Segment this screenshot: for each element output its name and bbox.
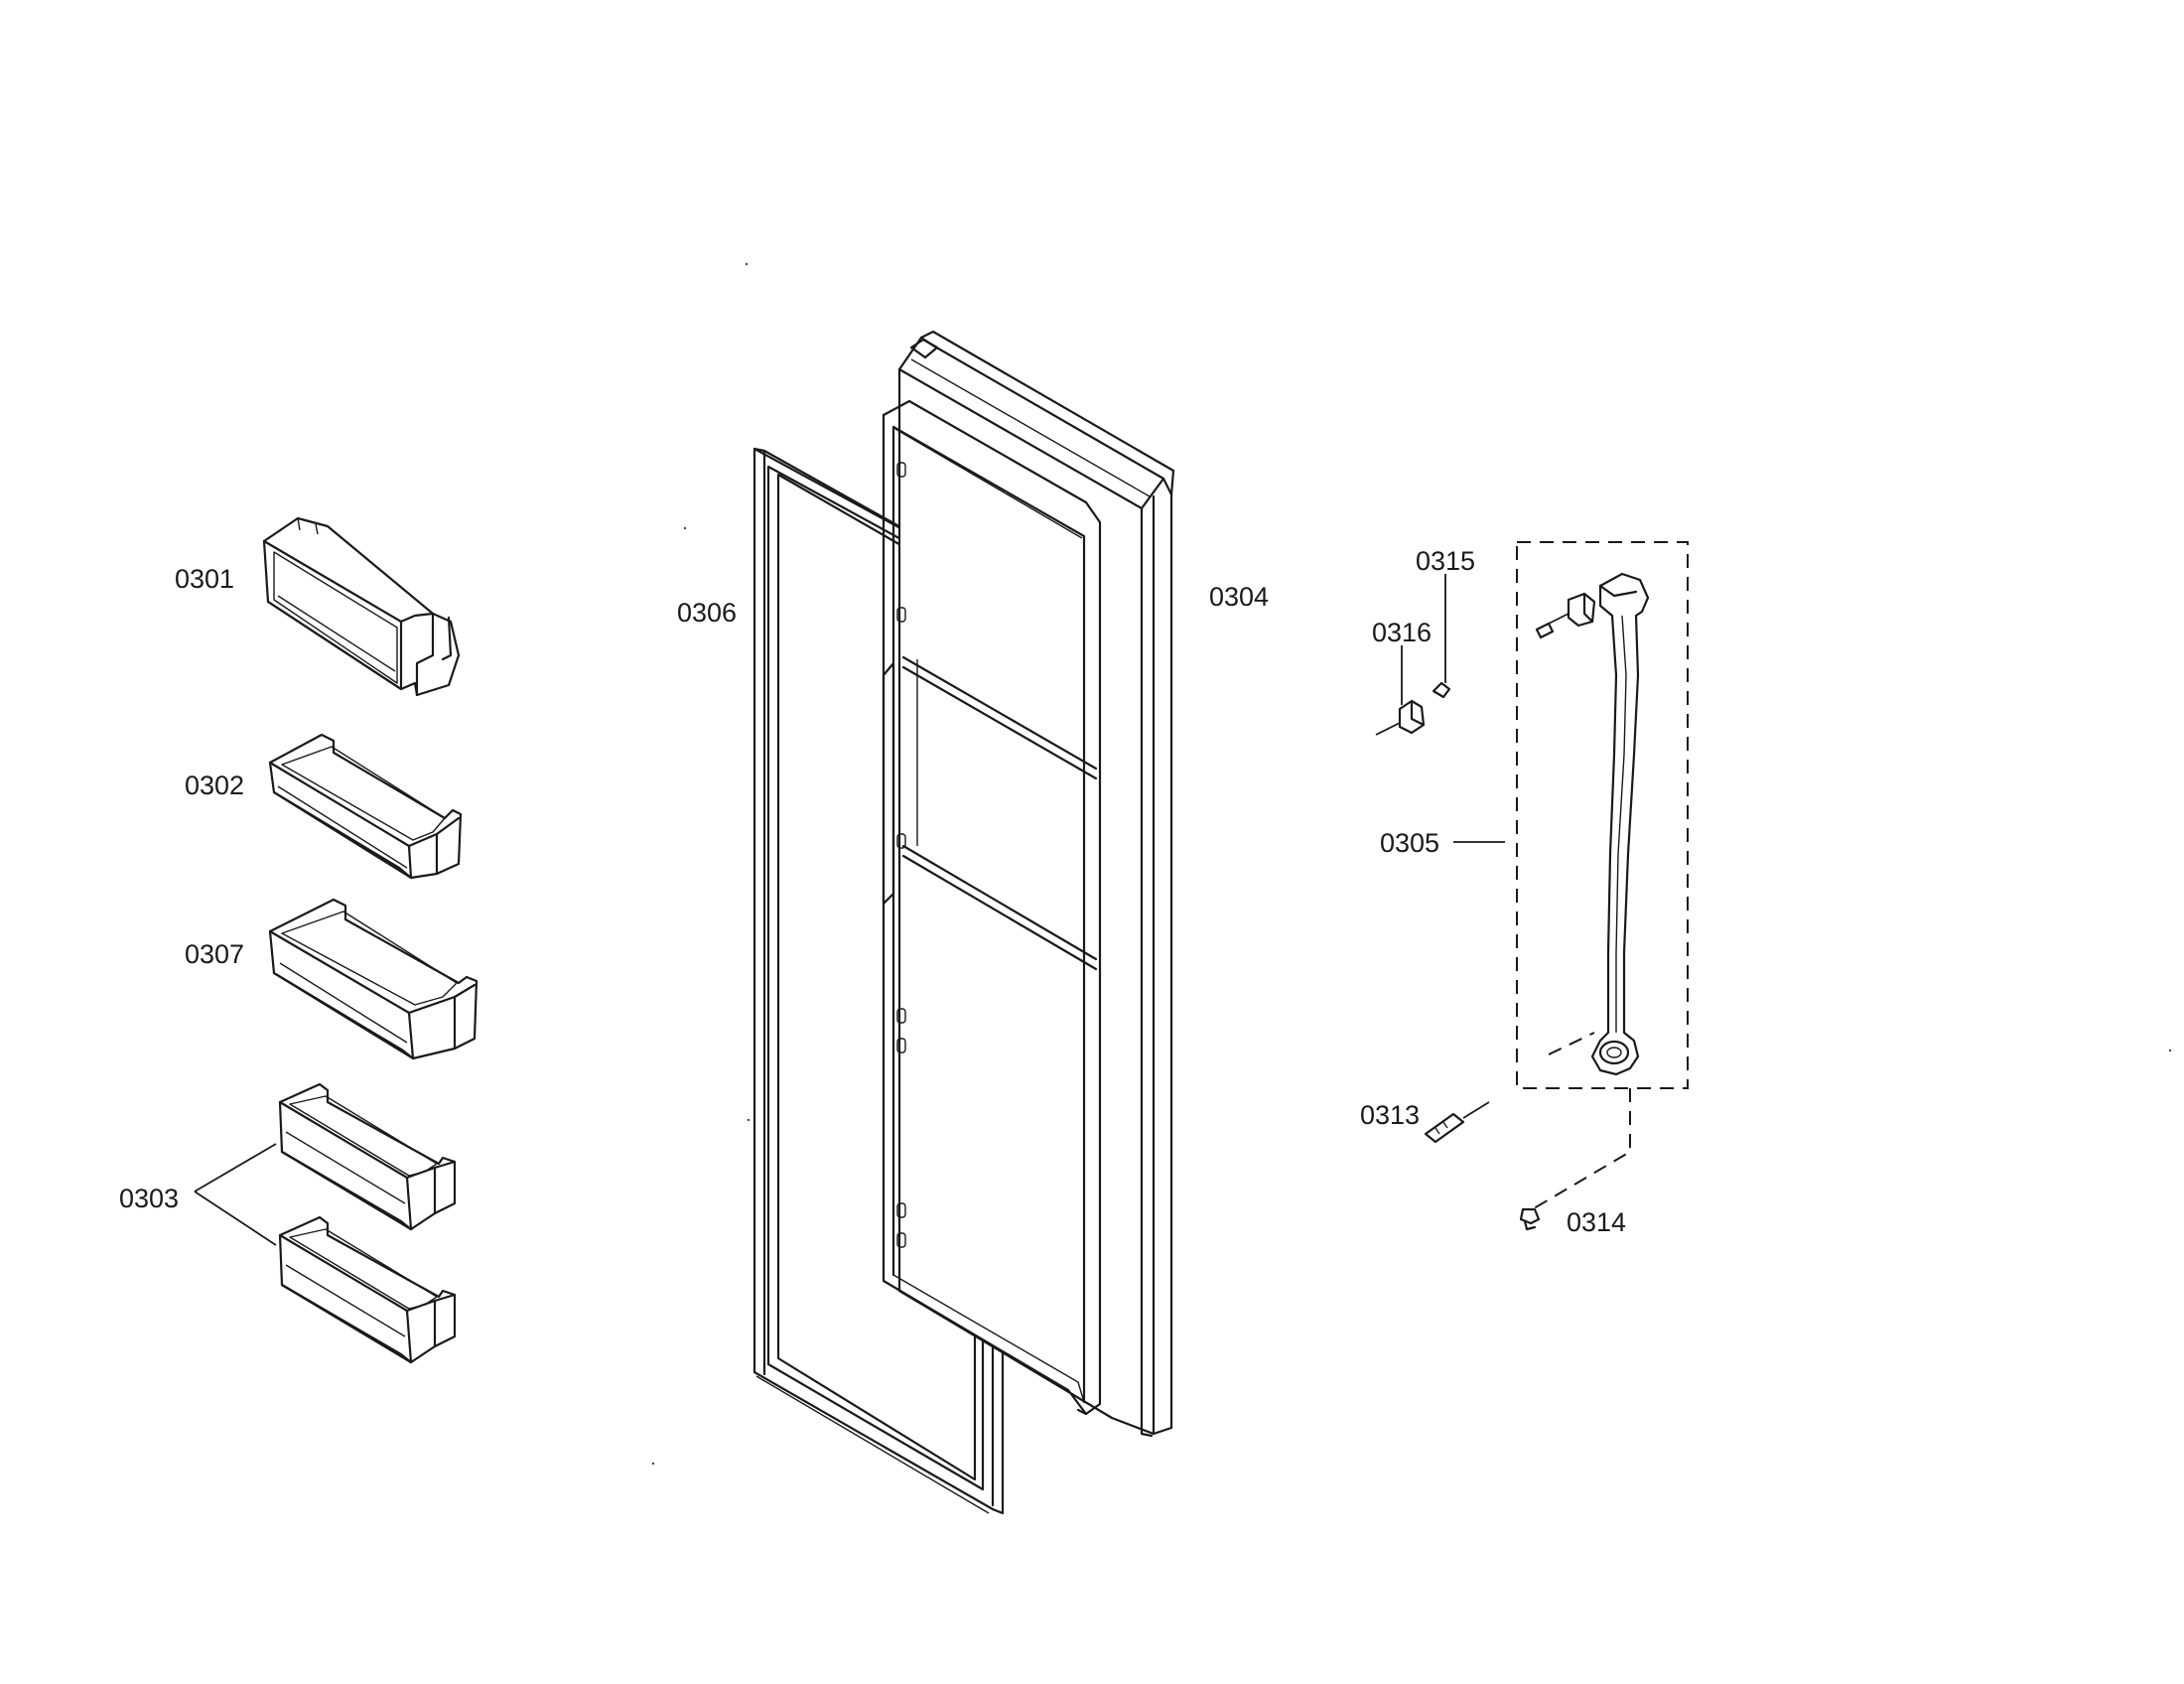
part-0315-screw — [1432, 574, 1451, 699]
shelf-clip-slots — [896, 462, 906, 1248]
part-0303-shallow-bin-upper — [278, 1082, 457, 1231]
part-0314-screw — [1519, 1207, 1541, 1231]
label-0306: 0306 — [677, 598, 737, 628]
label-0314: 0314 — [1567, 1207, 1626, 1237]
label-0302: 0302 — [185, 771, 244, 800]
label-0301: 0301 — [175, 564, 234, 594]
label-0313: 0313 — [1360, 1100, 1420, 1130]
label-0305: 0305 — [1380, 828, 1439, 858]
label-0315: 0315 — [1416, 546, 1475, 576]
label-0316: 0316 — [1372, 618, 1432, 647]
leader-0303 — [194, 1143, 277, 1246]
scan-specks — [651, 262, 2172, 1466]
part-0316-clip — [1375, 645, 1426, 736]
part-0304-door — [882, 330, 1175, 1438]
label-0307: 0307 — [185, 939, 244, 969]
label-0304: 0304 — [1209, 582, 1269, 612]
part-0301-dairy-bin — [262, 516, 461, 697]
part-0303-shallow-bin-lower — [278, 1215, 457, 1364]
part-0305-handle — [1590, 572, 1650, 1076]
part-handle-top-clip — [1535, 592, 1596, 639]
part-0313-stud — [1424, 1032, 1595, 1144]
label-0303: 0303 — [119, 1184, 179, 1213]
part-0307-shelf-bin — [268, 898, 478, 1060]
part-0302-shelf-bin — [268, 733, 463, 880]
handle-assembly-dashed-outline — [1516, 541, 1689, 1212]
